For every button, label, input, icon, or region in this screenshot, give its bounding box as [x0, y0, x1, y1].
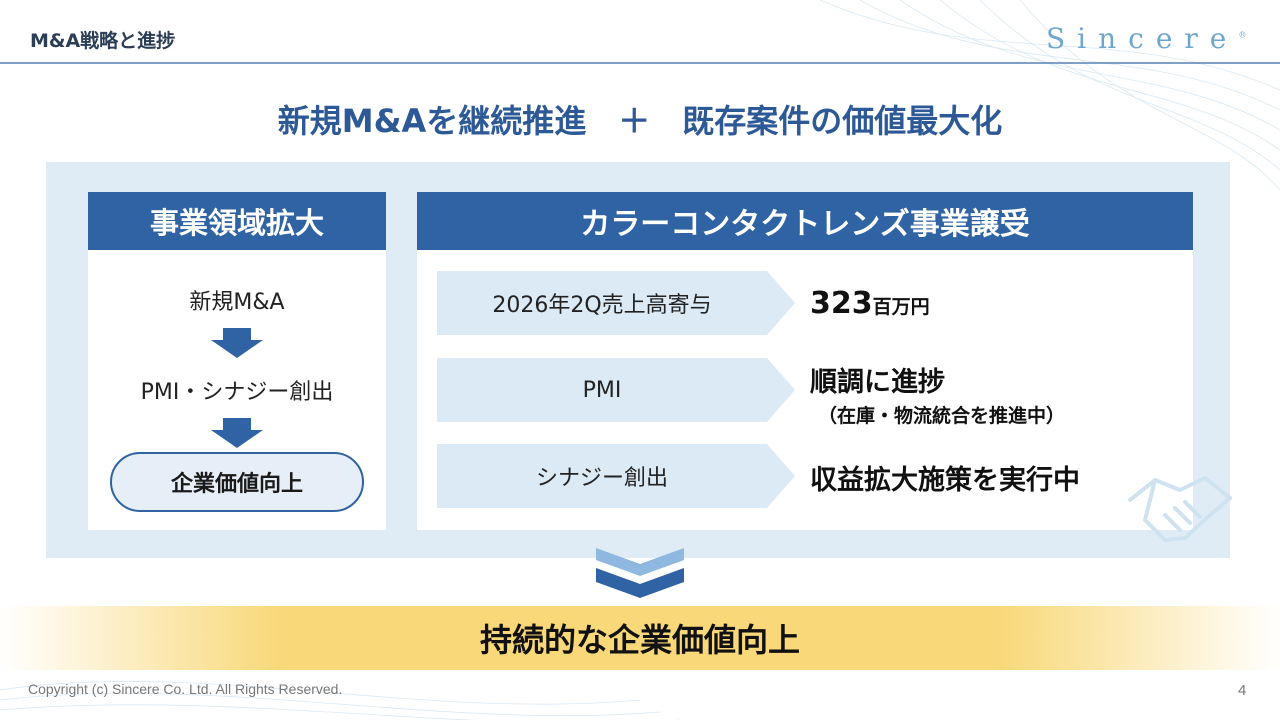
- color-contact-lens-card: カラーコンタクトレンズ事業譲受 2026年2Q売上高寄与 323百万円 PMI …: [417, 192, 1193, 530]
- copyright-text: Copyright (c) Sincere Co. Ltd. All Right…: [28, 681, 343, 697]
- item-synergy: シナジー創出: [437, 444, 795, 508]
- arrow-down-icon: [211, 328, 263, 358]
- item-label: 2026年2Q売上高寄与: [492, 293, 712, 318]
- chevron-shape: [437, 358, 795, 422]
- double-chevron-down-icon: [596, 548, 684, 598]
- chevron-shape: [437, 271, 795, 335]
- item-label: PMI: [582, 377, 622, 403]
- color-contact-lens-title: カラーコンタクトレンズ事業譲受: [417, 192, 1193, 250]
- flow-step-pmi-synergy: PMI・シナジー創出: [140, 380, 334, 405]
- goal-corporate-value: 企業価値向上: [110, 452, 364, 512]
- company-logo: Sincere®: [1046, 22, 1247, 55]
- item-revenue-contribution: 2026年2Q売上高寄与: [437, 271, 795, 335]
- header-divider: [0, 62, 1280, 64]
- result-revenue-contribution: 323百万円: [810, 286, 930, 321]
- conclusion-banner: 持続的な企業価値向上: [0, 606, 1280, 670]
- business-expansion-card: 事業領域拡大 新規M&A PMI・シナジー創出 企業価値向上: [88, 192, 386, 530]
- flow-step-new-ma: 新規M&A: [189, 290, 285, 315]
- business-expansion-title: 事業領域拡大: [88, 192, 386, 250]
- page-title: M&A戦略と進捗: [30, 30, 176, 52]
- handshake-icon: [1128, 476, 1232, 542]
- item-label: シナジー創出: [535, 466, 668, 491]
- page-number: 4: [1238, 682, 1247, 699]
- result-pmi: 順調に進捗 （在庫・物流統合を推進中）: [810, 367, 1066, 427]
- arrow-down-icon: [211, 418, 263, 448]
- item-pmi: PMI: [437, 358, 795, 422]
- strategy-headline: 新規M&Aを継続推進 ＋ 既存案件の価値最大化: [277, 102, 1003, 140]
- chevron-shape: [437, 444, 795, 508]
- result-synergy: 収益拡大施策を実行中: [810, 465, 1080, 496]
